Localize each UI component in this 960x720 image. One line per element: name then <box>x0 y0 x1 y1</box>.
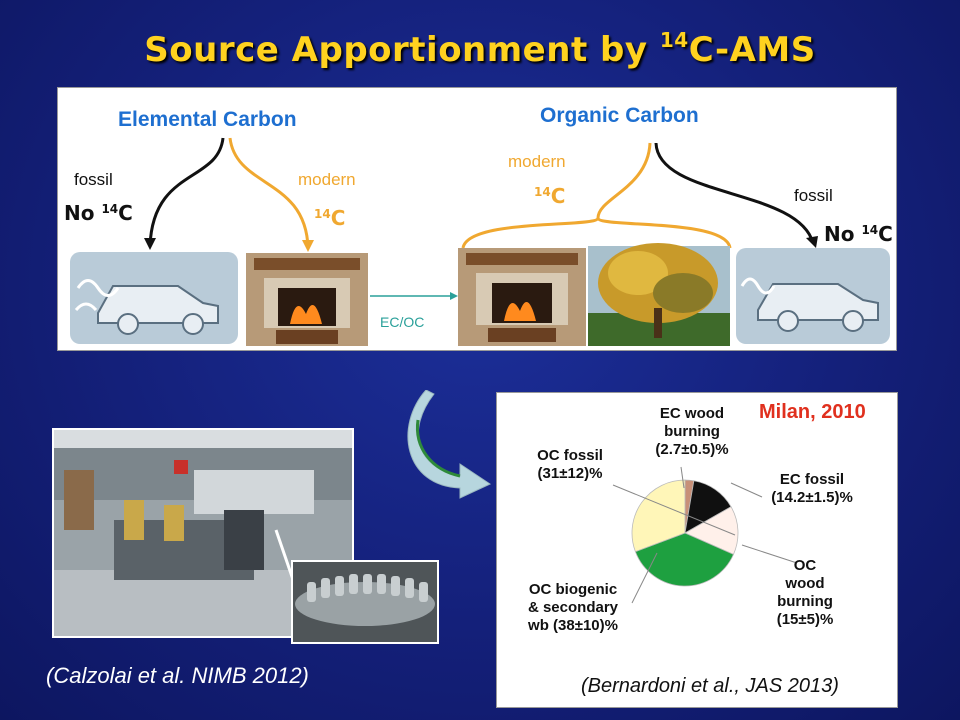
target-wheel-photo <box>291 560 439 644</box>
ecoc-label: EC/OC <box>380 314 425 330</box>
ams-lab-photo <box>52 428 354 638</box>
label-ec-fossil: EC fossil(14.2±1.5)% <box>771 471 853 506</box>
citation-bernardoni: (Bernardoni et al., JAS 2013) <box>581 675 839 697</box>
pie-leader-lines <box>612 466 798 604</box>
ec-modern-label: modern <box>298 170 356 189</box>
car-left-image <box>70 252 238 344</box>
ec-fossil-label: fossil <box>74 170 113 189</box>
car-right-image <box>736 248 890 344</box>
pie-slice-2 <box>684 506 739 555</box>
label-oc-fossil: OC fossil(31±12)% <box>537 447 603 482</box>
curved-arrow-icon <box>407 390 492 499</box>
citation-calzolai: (Calzolai et al. NIMB 2012) <box>46 663 309 688</box>
tree-image <box>588 243 730 346</box>
oc-14c-label: 14C <box>534 184 566 208</box>
target-wheel-image <box>293 562 437 642</box>
oc-fossil-label: fossil <box>794 186 833 205</box>
oc-title: Organic Carbon <box>540 104 699 127</box>
carbon-branches-diagram <box>70 137 890 346</box>
oc-no-14c-label: No 14C <box>824 222 893 246</box>
pie-chart <box>612 466 798 604</box>
carbon-sources-panel: Elemental Carbon Organic Carbon fossil m… <box>57 87 897 351</box>
pie-title: Milan, 2010 <box>759 401 866 423</box>
page-title: Source Apportionment by 14C-AMS <box>144 28 816 70</box>
fireplace-image-1 <box>246 253 368 346</box>
oc-modern-label: modern <box>508 152 566 171</box>
pie-slice-4 <box>631 479 686 553</box>
ec-14c-label: 14C <box>314 206 346 230</box>
pie-slice-3 <box>634 532 735 587</box>
ec-title: Elemental Carbon <box>118 108 297 131</box>
fireplace-image-2 <box>458 248 586 346</box>
ec-no-14c-label: No 14C <box>64 201 133 225</box>
